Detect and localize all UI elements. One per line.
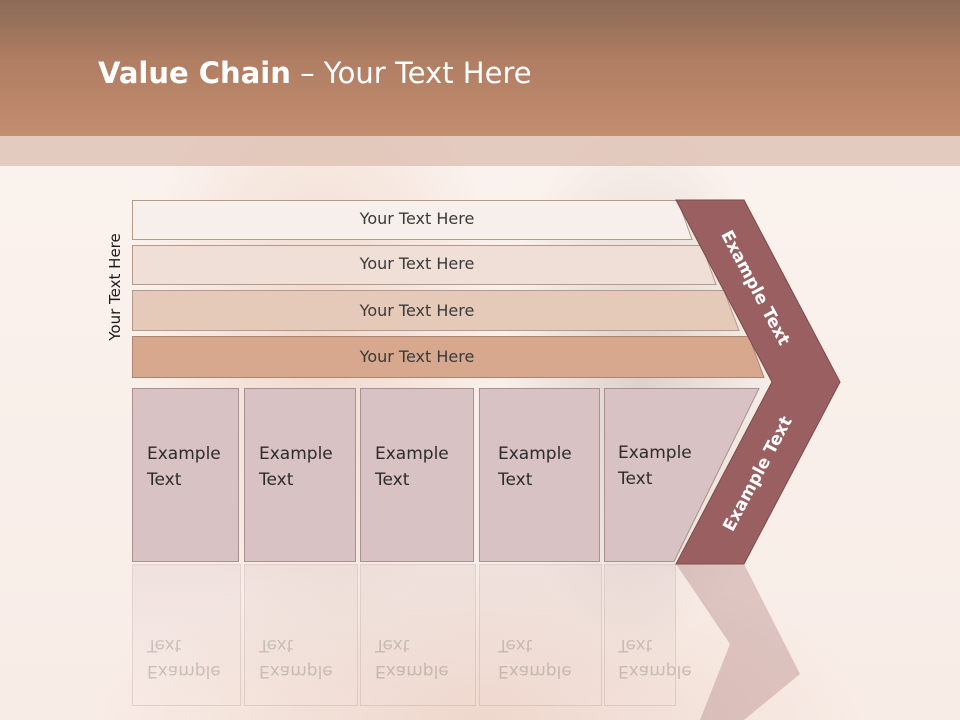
title-rest: – Your Text Here	[290, 56, 532, 90]
box-3: Example Text	[360, 388, 474, 562]
box-4-line2: Text	[498, 470, 533, 490]
title-bold: Value Chain	[98, 56, 291, 90]
box-1-line2: Text	[147, 470, 182, 490]
reflection-box-3	[360, 564, 476, 706]
reflection-chevron	[676, 564, 800, 720]
bar-3-shape	[132, 290, 740, 331]
bar-4-label: Your Text Here	[359, 347, 475, 366]
bar-3-label: Your Text Here	[359, 301, 475, 320]
bar-4: Your Text Here	[132, 336, 766, 378]
box-5-line2: Text	[618, 469, 653, 489]
bar-2-label: Your Text Here	[359, 254, 475, 273]
bar-2-shape	[132, 245, 717, 285]
box-3-line2: Text	[375, 470, 410, 490]
box-5-shape	[604, 388, 760, 562]
bar-3: Your Text Here	[132, 290, 742, 332]
header-strip	[0, 136, 960, 166]
reflection-box-2	[244, 564, 358, 706]
bar-2: Your Text Here	[132, 245, 717, 285]
box-4-line1: Example	[498, 444, 572, 464]
reflection-box-1	[132, 564, 241, 706]
slide-title: Value Chain – Your Text Here	[98, 56, 532, 90]
bar-1-label: Your Text Here	[359, 209, 475, 228]
bar-4-shape	[132, 336, 765, 378]
reflection-box-4	[479, 564, 602, 706]
reflection-box-5	[604, 564, 676, 706]
box-2: Example Text	[244, 388, 356, 562]
box-5-text: Example Text	[618, 440, 708, 492]
box-2-line2: Text	[259, 470, 294, 490]
box-1-line1: Example	[147, 444, 221, 464]
bar-1-shape	[132, 200, 693, 240]
box-1: Example Text	[132, 388, 239, 562]
box-5: Example Text	[604, 388, 714, 562]
box-2-line1: Example	[259, 444, 333, 464]
box-3-line1: Example	[375, 444, 449, 464]
box-3-text: Example Text	[375, 441, 465, 493]
box-2-text: Example Text	[259, 441, 349, 493]
header-band	[0, 0, 960, 136]
box-1-text: Example Text	[147, 441, 237, 493]
box-4-text: Example Text	[498, 441, 588, 493]
bar-1: Your Text Here	[132, 200, 693, 240]
box-5-line1: Example	[618, 443, 692, 463]
box-4: Example Text	[479, 388, 600, 562]
